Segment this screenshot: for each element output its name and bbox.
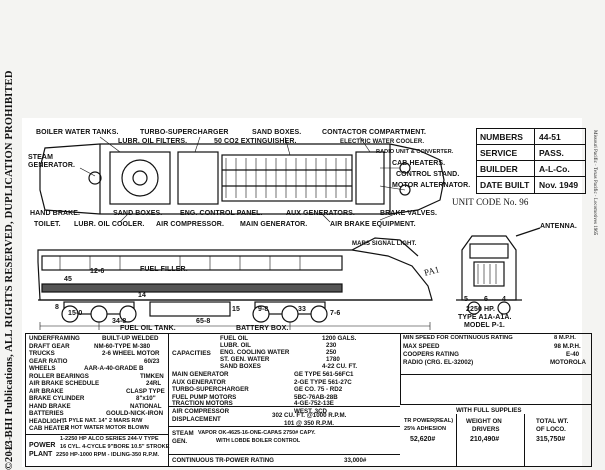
spec-gear-ratio: GEAR RATIO — [29, 357, 68, 365]
callout-hand-brake: HAND BRAKE. — [30, 210, 81, 217]
callout-aux-gen: AUX GENERATORS. — [286, 210, 355, 217]
dimension-lines — [39, 322, 431, 330]
callout-cab-heaters: CAB HEATERS. — [392, 160, 446, 167]
label-type: TYPE A1A-A1A. — [458, 314, 512, 321]
callout-steam: STEAM — [28, 154, 53, 161]
info-row-date-built: DATE BUILT Nov. 1949 — [477, 177, 585, 193]
callout-elec-cooler: ELECTRIC WATER COOLER. — [340, 139, 425, 145]
dim-14: 4 — [502, 296, 506, 303]
weight-total: 315,750# — [536, 436, 566, 443]
continuous-label: CONTINUOUS TR-POWER RATING — [172, 457, 274, 464]
spec-trucks: TRUCKS — [29, 350, 55, 357]
leader-lines — [79, 136, 406, 223]
spec-wheels: WHEELS — [29, 365, 56, 372]
callout-mars: MARS SIGNAL LIGHT. — [352, 241, 417, 247]
info-row-service: SERVICE PASS. — [477, 145, 585, 161]
steam-text: VAPOR OK-4625-16-ONE-CAPAS 2750# CAPY. — [198, 430, 316, 436]
dim-7: 65-8 — [196, 318, 211, 325]
dim-13: 6 — [484, 296, 488, 303]
dim-8: 15 — [232, 306, 240, 313]
spec-batteries: BATTERIES — [29, 410, 64, 417]
callout-motor-alt: MOTOR ALTERNATOR. — [392, 182, 471, 189]
dim-2: 12-6 — [90, 268, 105, 275]
info-row-numbers: NUMBERS 44-51 — [477, 129, 585, 145]
spec-cab-heater: CAB HEATER — [29, 425, 70, 432]
callout-eng-panel: ENG. CONTROL PANEL. — [180, 210, 263, 217]
dim-12: 5 — [464, 296, 468, 303]
dim-1: 45 — [64, 276, 72, 283]
dim-11: 7-6 — [330, 310, 341, 317]
spec-headlight: HEADLIGHT — [29, 417, 66, 425]
dim-4: 8 — [55, 304, 59, 311]
callout-fuel-filler: FUEL FILLER. — [140, 266, 188, 273]
callout-lubr-cooler: LUBR. OIL COOLER. — [74, 221, 145, 228]
power-plant-line-2: 16 CYL. 4-CYCLE 9"BORE 10.5" STROKE — [60, 444, 170, 450]
weight-tr-power: 52,620# — [410, 436, 436, 443]
callout-brake-valves: BRAKE VALVES. — [380, 210, 438, 217]
callout-co2: 50 CO2 EXTINGUISHER. — [214, 138, 297, 145]
callout-antenna: ANTENNA. — [540, 223, 577, 230]
callout-fuel-tank: FUEL OIL TANK. — [120, 325, 176, 332]
dim-6: 34-8 — [112, 318, 127, 325]
info-box: NUMBERS 44-51 SERVICE PASS. BUILDER A-L-… — [476, 128, 586, 194]
wheels — [61, 305, 328, 323]
label-hp: 2250 HP. — [466, 306, 496, 313]
label-model: MODEL P-1. — [464, 322, 505, 329]
steam-text-2: WITH LOBDE BOILER CONTROL — [216, 438, 301, 444]
info-row-builder: BUILDER A-L-Co. — [477, 161, 585, 177]
callout-sand-top: SAND BOXES. — [252, 129, 302, 136]
spec-brake-cylinder: BRAKE CYLINDER — [29, 395, 85, 402]
dim-3: 14 — [138, 292, 146, 299]
steam-label: STEAM — [172, 430, 194, 437]
continuous-value: 33,000# — [344, 457, 367, 464]
callout-generator: GENERATOR. — [28, 162, 76, 169]
callout-air-comp: AIR COMPRESSOR. — [156, 221, 225, 228]
plan-view — [39, 143, 445, 215]
callout-air-brake-eq: AIR BRAKE EQUIPMENT. — [330, 221, 416, 228]
plan-hatching — [225, 158, 347, 198]
end-view — [456, 227, 541, 315]
dim-5: 15-0 — [68, 310, 83, 317]
callout-toilet: TOILET. — [34, 221, 61, 228]
side-louvers — [59, 256, 301, 270]
callout-lube: LUBR. OIL FILTERS. — [118, 138, 188, 145]
weight-on-drivers: 210,490# — [470, 436, 500, 443]
callout-radio: RADIO UNIT & CONVERTER. — [376, 149, 454, 155]
side-elevation — [37, 237, 433, 317]
callout-contactor: CONTACTOR COMPARTMENT. — [322, 129, 427, 136]
power-plant-line-3: 2250 HP-1000 RPM - IDLING-350 R.P.M. — [56, 452, 160, 458]
end-view-grille — [477, 264, 497, 284]
spec-roller-bearings: ROLLER BEARINGS — [29, 372, 89, 380]
spec-air-brake: AIR BRAKE — [29, 387, 64, 395]
power-plant-label-b: PLANT — [29, 451, 53, 458]
unit-code: UNIT CODE No. 96 — [452, 197, 529, 207]
callout-turbo: TURBO-SUPERCHARGER — [140, 129, 229, 136]
spec-table: UNDERFRAMING BUILT-UP WELDED DRAFT GEAR … — [25, 333, 592, 467]
power-plant-line-1: 1-2250 HP ALCO SERIES 244-V TYPE — [60, 436, 159, 442]
spec-air-brake-schedule: AIR BRAKE SCHEDULE — [29, 380, 100, 387]
capacities-title: CAPACITIES — [172, 350, 211, 357]
weights-heading: WITH FULL SUPPLIES — [456, 407, 522, 414]
dim-9: 9-8 — [258, 306, 269, 313]
steam-label-b: GEN. — [172, 438, 188, 445]
callout-main-gen: MAIN GENERATOR. — [240, 221, 308, 228]
displacement-value-2: 101 @ 350 R.P.M. — [284, 420, 334, 427]
power-plant-label: POWER — [29, 442, 56, 449]
callout-battery: BATTERY BOX. — [236, 325, 289, 332]
callout-sand-low: SAND BOXES. — [113, 210, 163, 217]
callout-boiler: BOILER WATER TANKS. — [36, 129, 119, 136]
spec-draft-gear: DRAFT GEAR — [29, 342, 70, 350]
spec-underframing: UNDERFRAMING — [29, 335, 80, 342]
displacement-label: DISPLACEMENT — [172, 416, 221, 423]
spec-hand-brake: HAND BRAKE — [29, 402, 71, 410]
callout-control-stand: CONTROL STAND. — [396, 171, 460, 178]
dim-10: 33 — [298, 306, 306, 313]
displacement-value: 302 CU. FT. @1000 R.P.M. — [272, 412, 347, 419]
